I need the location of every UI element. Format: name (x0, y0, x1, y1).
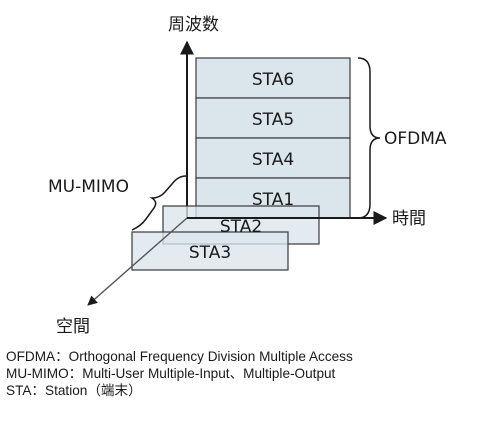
mu-mimo-bracket (131, 175, 187, 231)
sta6-label: STA6 (252, 70, 294, 90)
sta5-block (195, 97, 351, 139)
legend-line-sta: STA：Station（端末） (6, 383, 142, 398)
ofdma-stack: STA6 STA5 STA4 (195, 57, 351, 219)
sta2-label: STA2 (220, 217, 262, 237)
ofdma-bracket-label: OFDMA (384, 129, 447, 149)
sta4-label: STA4 (252, 150, 294, 170)
legend-line-mu-mimo: MU-MIMO：Multi-User Multiple-Input、Multip… (6, 366, 336, 381)
mu-mimo-bracket-label: MU-MIMO (48, 177, 129, 197)
sta5-label: STA5 (252, 110, 294, 130)
space-axis (87, 217, 188, 306)
space-axis-label: 空間 (56, 317, 90, 337)
frequency-axis-label: 周波数 (168, 15, 219, 35)
ofdma-bracket (357, 57, 381, 219)
time-axis-label: 時間 (392, 209, 426, 229)
sta1-label: STA1 (252, 190, 294, 210)
sta3-block (131, 231, 289, 271)
sta6-block (195, 57, 351, 99)
sta3-label: STA3 (189, 243, 231, 263)
sta4-block (195, 137, 351, 179)
abbreviation-legend: OFDMA：Orthogonal Frequency Division Mult… (6, 348, 496, 399)
legend-line-ofdma: OFDMA：Orthogonal Frequency Division Mult… (6, 349, 353, 364)
